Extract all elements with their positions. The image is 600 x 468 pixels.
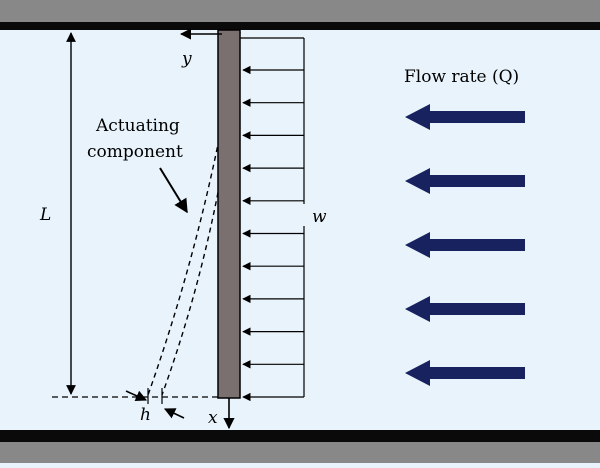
flow-arrow [405, 296, 525, 322]
outer-top-band [0, 0, 600, 22]
component-pointer-arrow [159, 167, 188, 214]
distributed-load-arrows [242, 65, 304, 402]
top-wall [0, 22, 600, 30]
flow-arrow [405, 104, 525, 130]
deflected-shape-outer [147, 31, 239, 396]
component-label-line2: component [87, 142, 183, 162]
flow-arrows [405, 104, 525, 386]
fluid-region [0, 30, 600, 430]
component-label-line1: Actuating [95, 116, 180, 136]
outer-bottom-band [0, 442, 600, 463]
flow-arrow [405, 232, 525, 258]
load-label: w [312, 207, 327, 227]
bottom-wall [0, 430, 600, 442]
load-label-bg [296, 204, 330, 226]
y-axis-label: y [181, 49, 192, 69]
flow-arrow [405, 360, 525, 386]
thickness-arrow-right [163, 408, 185, 419]
flow-arrow [405, 168, 525, 194]
length-label: L [39, 205, 51, 225]
thickness-arrow-left [125, 390, 148, 401]
x-axis-label: x [208, 408, 218, 428]
flow-rate-label: Flow rate (Q) [404, 67, 519, 87]
beam [217, 29, 241, 399]
thickness-label: h [140, 405, 151, 425]
